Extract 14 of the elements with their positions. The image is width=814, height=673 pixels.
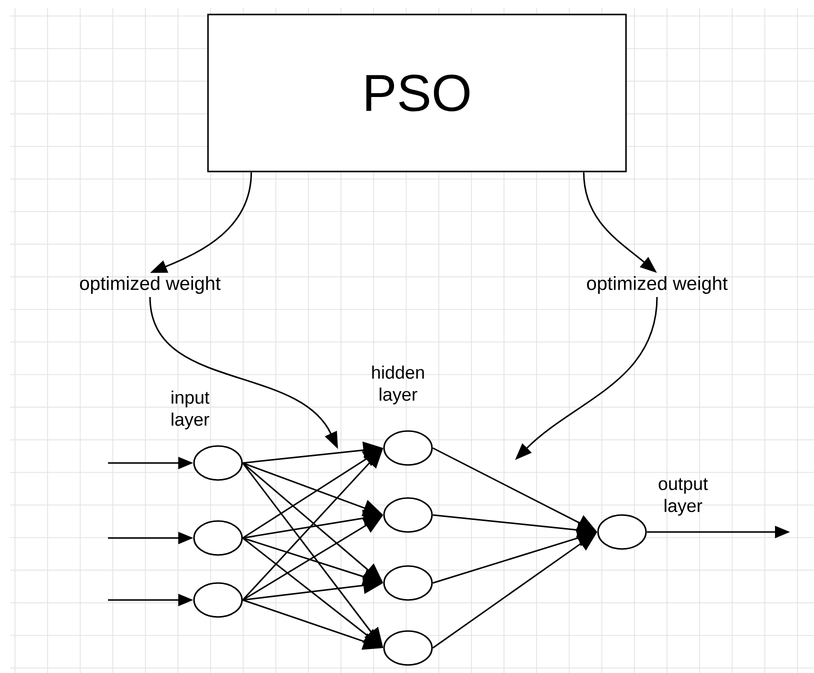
node-text: optimized weight [80,276,221,294]
layer-label: hidden layer [372,366,424,404]
neuron-circle [193,582,243,618]
node-text: optimized weight [587,276,728,294]
neuron-circle [383,497,433,533]
neuron-circle [193,445,243,481]
neuron-circle [383,430,433,466]
process-box: PSO [207,14,627,172]
layer-label: output layer [658,478,708,516]
neuron-circle [383,630,433,666]
layer-label: input layer [172,390,210,430]
neuron-circle [383,565,433,601]
neuron-circle [597,514,647,550]
neuron-circle [193,520,243,556]
